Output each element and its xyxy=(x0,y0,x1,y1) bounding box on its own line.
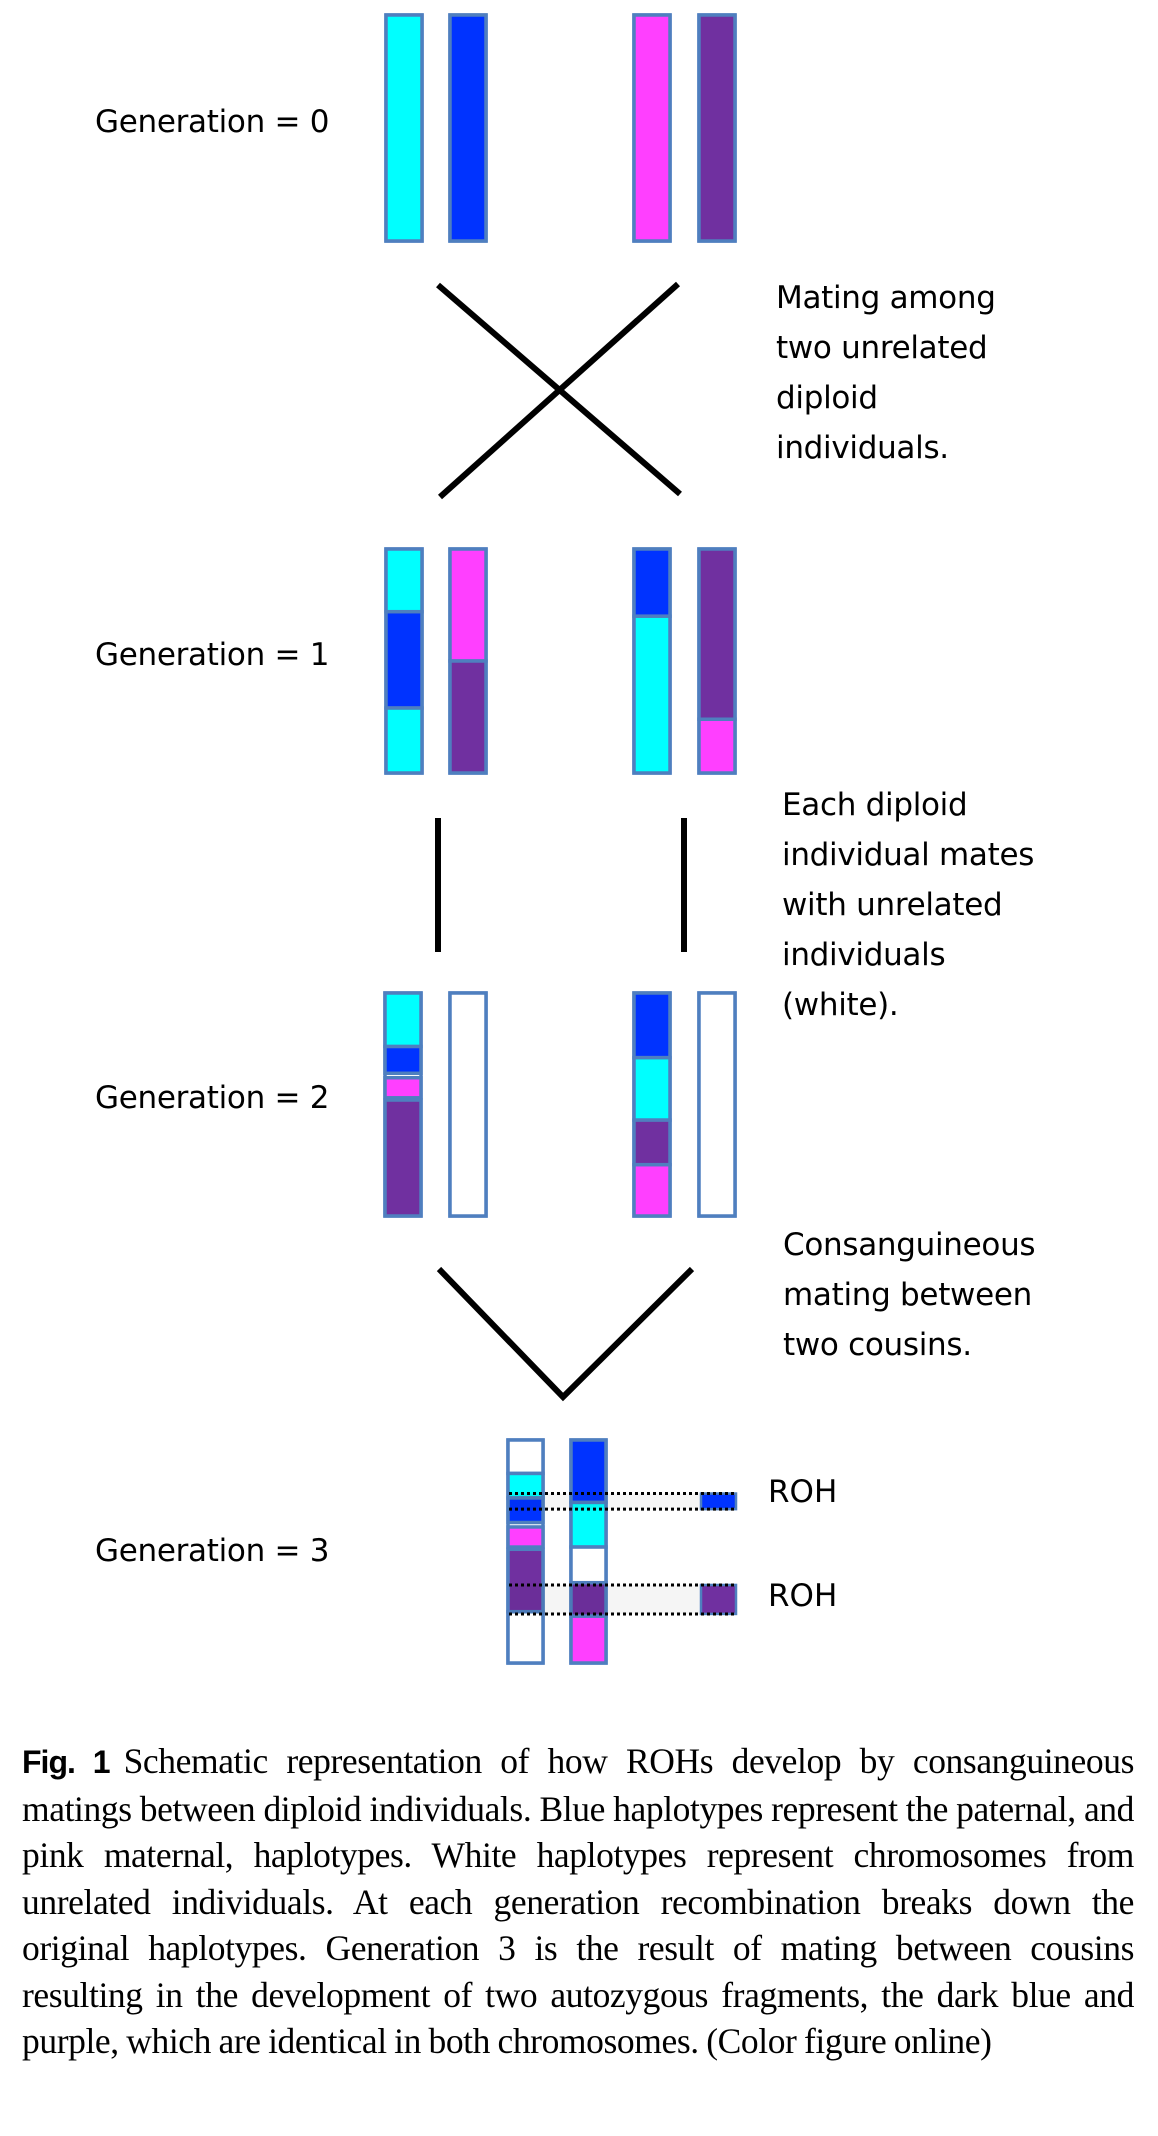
chromosome xyxy=(569,1438,608,1665)
haplotype-segment-pink xyxy=(697,717,737,775)
chromosome xyxy=(632,13,672,243)
figure-label: Fig. 1 xyxy=(22,1744,111,1780)
v-lines xyxy=(436,1266,695,1402)
haplotype-segment-white xyxy=(506,1438,545,1476)
haplotype-segment-purple xyxy=(697,13,737,243)
haplotype-segment-cyan xyxy=(384,706,424,775)
haplotype-segment-pink xyxy=(632,1162,672,1218)
roh-shadow xyxy=(510,1493,735,1510)
haplotype-segment-pink xyxy=(383,1075,423,1100)
chromosomes-layer xyxy=(383,13,737,1665)
generation-1-chromosomes xyxy=(384,547,737,775)
generation-0-label: Generation = 0 xyxy=(95,104,330,140)
roh-label-1: ROH xyxy=(768,1474,838,1510)
haplotype-segment-pink xyxy=(506,1525,545,1549)
chromosome xyxy=(448,547,488,775)
haplotype-segment-blue xyxy=(384,609,424,710)
chromosome xyxy=(506,1438,545,1665)
annotation-mating-unrelated: Mating among two unrelated diploid indiv… xyxy=(776,280,996,466)
haplotype-segment-pink xyxy=(569,1614,608,1665)
haplotype-segment-white xyxy=(448,991,488,1218)
cross-line-right-to-left xyxy=(437,281,681,500)
haplotype-segment-blue xyxy=(632,547,672,618)
roh-schematic-figure: Generation = 0 Generation = 1 Generation… xyxy=(95,13,1036,1665)
roh-label-2: ROH xyxy=(768,1578,838,1614)
chromosome xyxy=(632,547,672,775)
chromosome xyxy=(448,13,488,243)
haplotype-segment-cyan xyxy=(632,614,672,775)
generation-2-label: Generation = 2 xyxy=(95,1080,330,1116)
roh-block-purple xyxy=(699,1583,738,1616)
generation-1-label: Generation = 1 xyxy=(95,637,330,673)
haplotype-segment-pink xyxy=(632,13,672,243)
haplotype-segment-cyan xyxy=(632,1055,672,1122)
haplotype-segment-white xyxy=(697,991,737,1218)
haplotype-segment-purple xyxy=(506,1547,545,1614)
chromosome xyxy=(448,991,488,1218)
haplotype-segment-cyan xyxy=(383,991,423,1049)
haplotype-segment-pink xyxy=(448,547,488,663)
haplotype-segment-blue xyxy=(448,13,488,243)
roh-block-blue xyxy=(699,1492,738,1511)
haplotype-segment-blue xyxy=(383,1044,423,1076)
descent-lines xyxy=(435,818,687,952)
caption-text: Schematic representation of how ROHs dev… xyxy=(22,1741,1135,2061)
haplotype-segment-purple xyxy=(448,659,488,775)
chromosome xyxy=(384,13,424,243)
annotation-consanguineous: Consanguineous mating between two cousin… xyxy=(783,1227,1036,1363)
generation-2-chromosomes xyxy=(383,991,737,1218)
roh-indicator xyxy=(509,1492,738,1511)
haplotype-segment-blue xyxy=(632,991,672,1060)
chromosome xyxy=(697,547,737,775)
roh-indicator xyxy=(509,1583,738,1616)
haplotype-segment-cyan xyxy=(384,13,424,243)
haplotype-segment-cyan xyxy=(384,547,424,614)
diagram-canvas xyxy=(383,13,738,1665)
chromosome xyxy=(383,991,423,1218)
generation-0-chromosomes xyxy=(384,13,737,243)
chromosome xyxy=(697,13,737,243)
haplotype-segment-purple xyxy=(569,1580,608,1618)
haplotype-segment-white xyxy=(506,1609,545,1665)
roh-layer xyxy=(509,1492,738,1616)
generation-3-label: Generation = 3 xyxy=(95,1533,330,1569)
annotation-mates-unrelated: Each diploid individual mates with unrel… xyxy=(782,787,1035,1023)
chromosome xyxy=(632,991,672,1218)
mating-cross-lines xyxy=(436,281,682,500)
chromosome xyxy=(384,547,424,775)
haplotype-segment-purple xyxy=(632,1118,672,1167)
haplotype-segment-purple xyxy=(697,547,737,721)
haplotype-segment-white xyxy=(569,1545,608,1585)
chromosome xyxy=(697,991,737,1218)
haplotype-segment-blue xyxy=(506,1496,545,1525)
generation-3-chromosomes xyxy=(506,1438,608,1665)
haplotype-segment-purple xyxy=(383,1098,423,1218)
roh-shadow xyxy=(510,1584,735,1614)
consanguineous-mating-lines xyxy=(436,1266,695,1402)
